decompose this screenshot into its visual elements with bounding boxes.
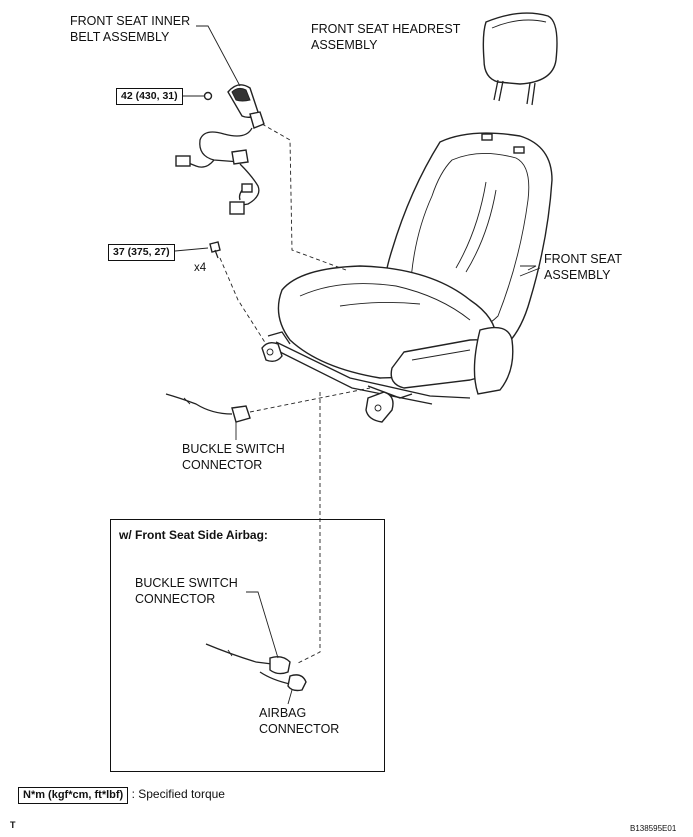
footer-left-mark: T — [10, 820, 16, 830]
inset-buckle-label-line2: CONNECTOR — [135, 592, 216, 606]
buckle-label-line2: CONNECTOR — [182, 458, 263, 472]
inset-airbag-label-line1: AIRBAG — [259, 706, 307, 720]
seat-label-line1: FRONT SEAT — [544, 252, 623, 266]
legend-units-box: N*m (kgf*cm, ft*lbf) — [18, 787, 129, 804]
bolt-quantity: x4 — [194, 262, 207, 274]
figure-code: B138595E01 — [630, 824, 677, 833]
inner-belt-label-line2: BELT ASSEMBLY — [70, 30, 170, 44]
inset-airbag-label-line2: CONNECTOR — [259, 722, 340, 736]
inner-belt-drawing — [175, 84, 265, 215]
assembly-dash-lines — [219, 123, 371, 665]
headrest-label-line1: FRONT SEAT HEADREST — [311, 22, 461, 36]
torque-legend: N*m (kgf*cm, ft*lbf) : Specified torque — [18, 787, 225, 804]
inset-title: w/ Front Seat Side Airbag: — [119, 528, 268, 542]
headrest-label-line2: ASSEMBLY — [311, 38, 378, 52]
torque-belt-bolt: 42 (430, 31) — [116, 88, 183, 105]
buckle-connector-drawing — [165, 393, 251, 423]
inset-buckle-label-line1: BUCKLE SWITCH — [135, 576, 238, 590]
side-airbag-inset: w/ Front Seat Side Airbag: BUCKLE SWITCH… — [110, 519, 385, 772]
seat-bolt-drawing — [209, 241, 221, 259]
headrest-drawing — [482, 12, 558, 106]
legend-text: : Specified torque — [131, 787, 225, 801]
inner-belt-label-line1: FRONT SEAT INNER — [70, 14, 191, 28]
seat-cushion-drawing — [277, 265, 514, 395]
seat-label-line2: ASSEMBLY — [544, 268, 611, 282]
seat-rails-drawing — [261, 331, 471, 423]
buckle-label-line1: BUCKLE SWITCH — [182, 442, 285, 456]
torque-seat-bolt: 37 (375, 27) — [108, 244, 175, 261]
